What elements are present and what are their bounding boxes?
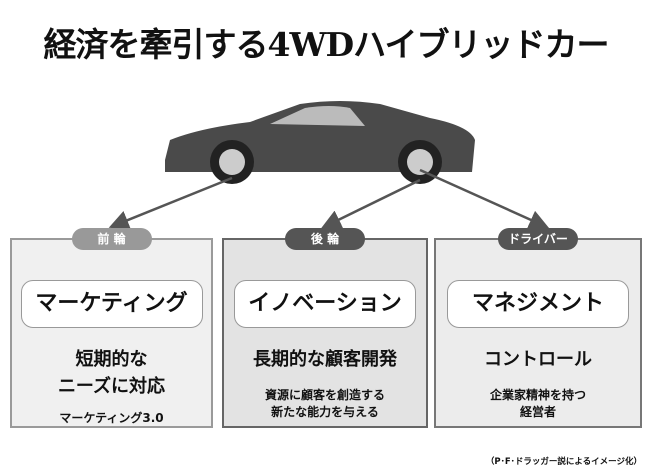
badge: 前 輪 (71, 228, 152, 250)
main-text: コントロール (484, 349, 592, 370)
badge: ドライバー (498, 228, 578, 250)
main-text: ニーズに対応 (57, 376, 166, 397)
sub-text: 新たな能力を与える (271, 405, 379, 419)
panel-driver: ドライバー マネジメント コントロール 企業家精神を持つ経営者 (434, 228, 642, 428)
diagram-title: 経済を牽引する4WDハイブリッドカー (43, 25, 610, 64)
arrow-driver (419, 168, 550, 230)
sub-text: マーケティング3.0 (59, 411, 164, 425)
panel-heading: マネジメント (447, 280, 629, 328)
sub-text: 経営者 (519, 405, 556, 419)
sub-text: 企業家精神を持つ (489, 388, 586, 402)
badge: 後 輪 (285, 228, 365, 250)
main-text: 短期的な (75, 349, 148, 370)
sub-text: 資源に顧客を創造する (264, 388, 385, 402)
source-note: （P･F･ドラッガー説によるイメージ化） (485, 457, 642, 467)
arrow-rear (321, 178, 421, 229)
main-text: 長期的な顧客開発 (253, 349, 397, 370)
car-window (270, 106, 365, 126)
panel-front-wheel: 前 輪 マーケティング 短期的なニーズに対応 マーケティング3.0 (10, 228, 213, 428)
panel-rear-wheel: 後 輪 イノベーション 長期的な顧客開発 資源に顧客を創造する新たな能力を与える (222, 228, 428, 428)
panel-heading: イノベーション (234, 280, 416, 328)
arrow-front (108, 176, 233, 230)
panel-heading: マーケティング (20, 280, 203, 328)
